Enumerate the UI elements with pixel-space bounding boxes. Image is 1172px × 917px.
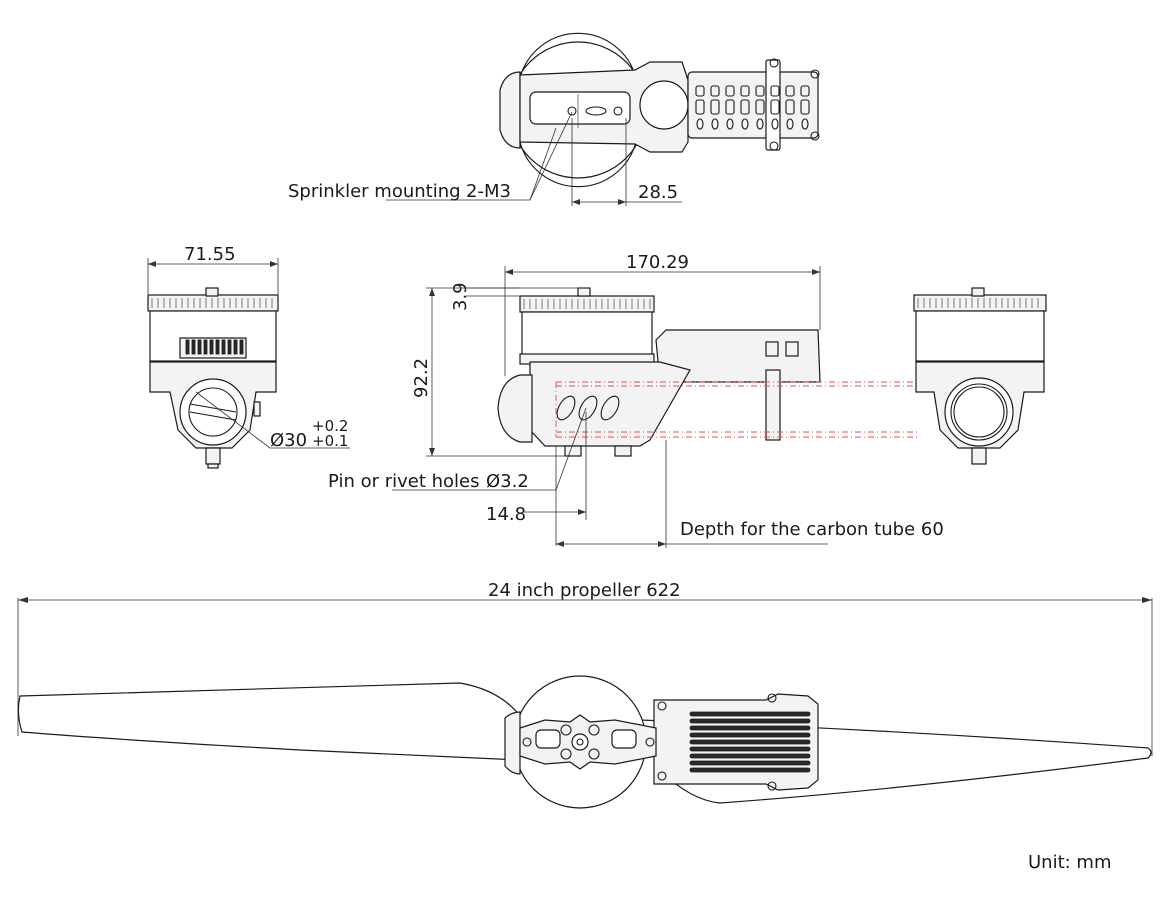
tolerance-lower: +0.1 xyxy=(312,432,348,450)
dim-92-2 xyxy=(426,287,566,457)
dim-92-2-label: 92.2 xyxy=(411,358,432,398)
bracket-slot xyxy=(800,99,810,115)
bracket-slot xyxy=(725,99,735,115)
grill-slot xyxy=(233,339,238,355)
bracket-slot xyxy=(696,118,704,130)
bracket-slot xyxy=(695,99,705,115)
bracket-slot xyxy=(786,118,794,130)
dia-30-label: Ø30 xyxy=(270,430,307,451)
propeller-label: 24 inch propeller 622 xyxy=(488,580,681,601)
bracket-rib xyxy=(689,753,811,759)
grill-slot xyxy=(197,339,202,355)
rear-motor-body xyxy=(915,310,1045,362)
sprinkler-leader xyxy=(386,111,573,201)
propeller-view xyxy=(17,675,1152,809)
dim-3-9-label: 3.9 xyxy=(450,282,471,311)
dim-170-29-label: 170.29 xyxy=(626,252,689,273)
bracket-rib xyxy=(689,746,811,752)
side-mount-housing xyxy=(529,361,691,447)
top-arm-bracket xyxy=(687,71,819,139)
top-motor-cap xyxy=(499,71,521,149)
front-view xyxy=(147,287,279,469)
rear-tube-bore xyxy=(944,377,1014,447)
grill-slot xyxy=(185,339,190,355)
side-fin-ring xyxy=(519,295,655,313)
bracket-slot xyxy=(800,85,810,97)
rear-view xyxy=(913,287,1047,465)
tolerance-upper: +0.2 xyxy=(312,417,348,435)
side-view xyxy=(497,287,918,457)
dim-28-5 xyxy=(571,118,682,206)
sprinkler-thread-label: 2-M3 xyxy=(466,181,511,202)
propeller-blade-left xyxy=(17,682,521,761)
bracket-slot xyxy=(741,118,749,130)
bracket-slot xyxy=(740,85,750,97)
grill-slot xyxy=(239,339,244,355)
dim-71-55-label: 71.55 xyxy=(184,244,236,265)
dim-71-55 xyxy=(147,258,279,294)
bracket-rib xyxy=(689,767,811,773)
bracket-slot xyxy=(770,85,780,97)
grill-slot xyxy=(191,339,196,355)
pin-holes-label: Pin or rivet holes xyxy=(328,471,480,492)
bracket-slot xyxy=(726,118,734,130)
bracket-slot xyxy=(711,118,719,130)
sprinkler-mounting-label: Sprinkler mounting xyxy=(288,181,461,202)
dim-28-5-label: 28.5 xyxy=(638,182,678,203)
grill-slot xyxy=(227,339,232,355)
grill-slot xyxy=(209,339,214,355)
dim-14-8 xyxy=(524,412,587,546)
dia-30-leader xyxy=(195,391,271,449)
bracket-slot xyxy=(695,85,705,97)
bracket-slot xyxy=(740,99,750,115)
depth-tube-label: Depth for the carbon tube 60 xyxy=(680,519,944,540)
bracket-rib xyxy=(689,711,811,717)
dim-14-8-label: 14.8 xyxy=(486,504,526,525)
dim-depth-tube xyxy=(556,440,828,548)
bracket-slot xyxy=(771,118,779,130)
front-fin-ring xyxy=(147,294,279,312)
bracket-slot xyxy=(710,85,720,97)
bracket-rib xyxy=(689,739,811,745)
bracket-rib xyxy=(689,732,811,738)
top-view xyxy=(499,32,820,188)
bracket-rib xyxy=(689,725,811,731)
bracket-slot xyxy=(755,99,765,115)
bracket-rib xyxy=(689,760,811,766)
unit-label: Unit: mm xyxy=(1028,852,1112,873)
side-motor-cap xyxy=(497,374,533,443)
grill-slot xyxy=(221,339,226,355)
bracket-slot xyxy=(785,85,795,97)
bracket-slot xyxy=(785,99,795,115)
dim-3-9 xyxy=(466,287,590,297)
grill-slot xyxy=(215,339,220,355)
bracket-slot xyxy=(725,85,735,97)
pin-diameter-label: Ø3.2 xyxy=(486,471,529,492)
bracket-slot xyxy=(801,118,809,130)
bracket-slot xyxy=(755,85,765,97)
bracket-slot xyxy=(756,118,764,130)
bracket-rib xyxy=(689,718,811,724)
bracket-slot xyxy=(710,99,720,115)
grill-slot xyxy=(203,339,208,355)
bracket-slot xyxy=(770,99,780,115)
side-arm-clamp xyxy=(765,369,781,441)
dim-170-29 xyxy=(504,266,821,376)
front-tube-bore xyxy=(179,378,247,446)
